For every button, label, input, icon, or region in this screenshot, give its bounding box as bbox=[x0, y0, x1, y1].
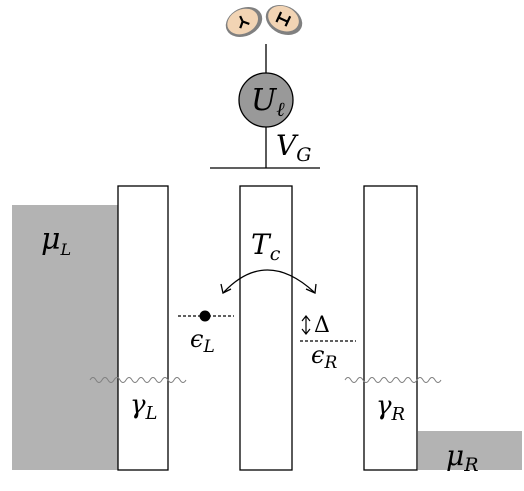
right-lead bbox=[418, 431, 522, 470]
eps-right-label: ϵR bbox=[311, 341, 337, 373]
electron bbox=[199, 310, 211, 322]
detuning-label: Δ bbox=[314, 313, 330, 338]
gamma-left-label: γL bbox=[130, 390, 158, 424]
left-lead bbox=[12, 205, 119, 470]
detuning-arrow bbox=[301, 315, 311, 335]
barrier-middle bbox=[239, 185, 293, 471]
gate-voltage-label: VG bbox=[276, 129, 311, 166]
tunnel-label: Tc bbox=[251, 228, 281, 265]
clock-icon bbox=[265, 4, 303, 36]
wave-left bbox=[89, 377, 187, 383]
gamma-right-label: γR bbox=[376, 391, 405, 425]
mu-right-label: μR bbox=[446, 439, 479, 476]
wave-right bbox=[344, 377, 442, 383]
interaction-label: Uℓ bbox=[251, 83, 285, 121]
tunnel-arrow bbox=[220, 269, 317, 294]
eps-left-label: ϵL bbox=[190, 325, 215, 357]
barrier-left bbox=[117, 185, 169, 471]
barrier-right bbox=[363, 185, 418, 471]
clock-icon bbox=[225, 6, 263, 38]
mu-left-label: μL bbox=[41, 222, 71, 259]
